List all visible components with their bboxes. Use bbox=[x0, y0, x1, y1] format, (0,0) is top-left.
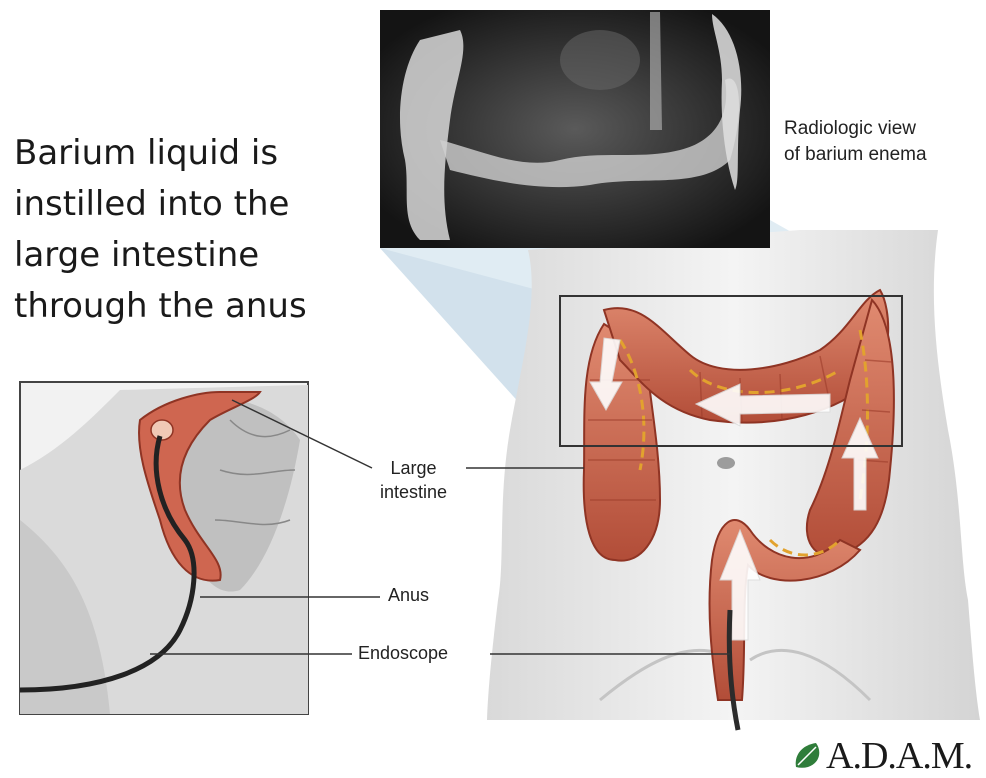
headline: Barium liquid is instilled into the larg… bbox=[14, 128, 344, 332]
xray-caption-line: of barium enema bbox=[784, 142, 927, 168]
headline-line: Barium liquid is bbox=[14, 128, 344, 179]
logo-text: A.D.A.M. bbox=[826, 734, 972, 778]
xray-image bbox=[380, 10, 770, 248]
large-intestine-label-line: intestine bbox=[380, 480, 447, 504]
anus-label: Anus bbox=[388, 585, 429, 606]
xray-caption: Radiologic view of barium enema bbox=[784, 116, 927, 168]
large-intestine-label: Large intestine bbox=[380, 456, 447, 504]
endoscope-label: Endoscope bbox=[358, 643, 448, 664]
headline-line: instilled into the bbox=[14, 179, 344, 230]
sagittal-inset bbox=[20, 382, 308, 714]
headline-line: large intestine bbox=[14, 230, 344, 281]
navel bbox=[717, 457, 735, 469]
adam-logo: A.D.A.M. bbox=[792, 734, 972, 778]
leaf-icon bbox=[792, 741, 826, 771]
xray-caption-line: Radiologic view bbox=[784, 116, 927, 142]
large-intestine-label-line: Large bbox=[380, 456, 447, 480]
headline-line: through the anus bbox=[14, 281, 344, 332]
